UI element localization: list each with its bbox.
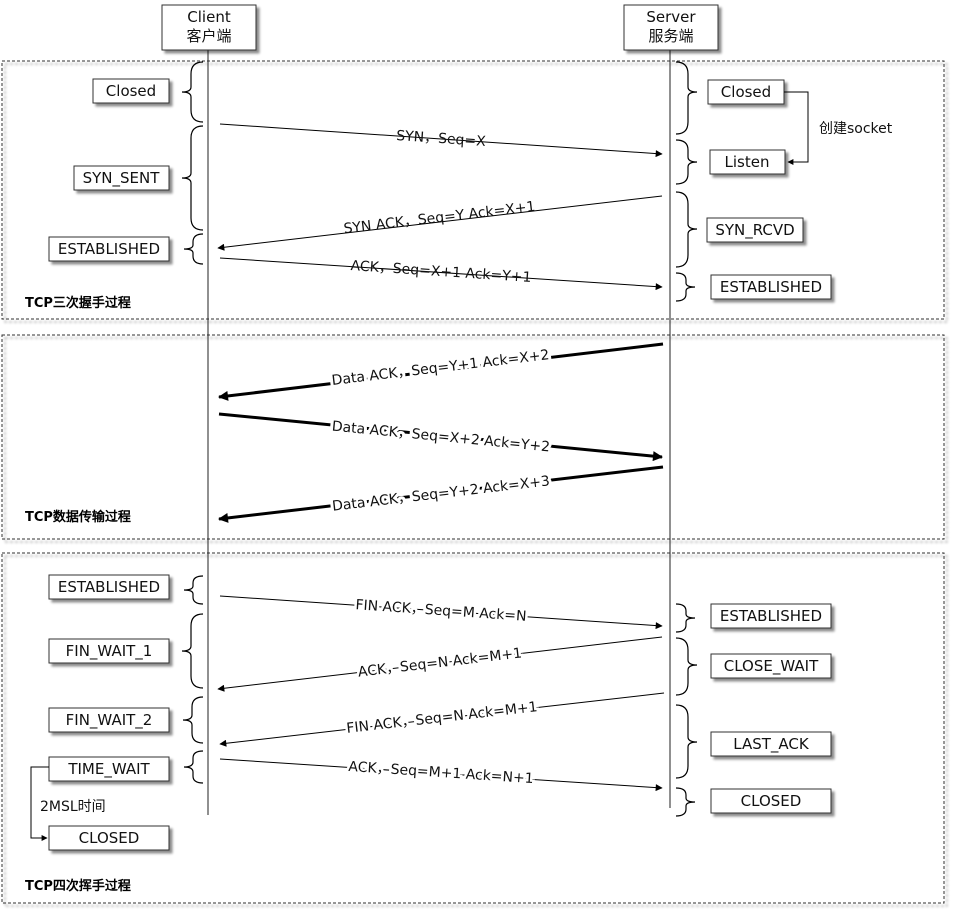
svg-text:CLOSED: CLOSED [79, 829, 140, 847]
brace [675, 61, 698, 135]
message-data-3: Data ACK，Seq=Y+2 Ack=X+3 [218, 465, 664, 523]
svg-text:FIN_WAIT_2: FIN_WAIT_2 [66, 711, 153, 730]
server-state-established-teardown: ESTABLISHED [710, 603, 832, 629]
svg-text:SYN ACK，Seq=Y Ack=X+1: SYN ACK，Seq=Y Ack=X+1 [343, 199, 536, 237]
create-socket-note: 创建socket [819, 121, 893, 137]
message-syn: SYN，Seq=X [219, 123, 663, 158]
server-state-close-wait: CLOSE_WAIT [710, 653, 832, 679]
server-title: Server [646, 8, 696, 26]
brace [182, 696, 204, 744]
brace [675, 603, 696, 633]
client-subtitle: 客户端 [186, 27, 231, 45]
server-participant: Server 服务端 [623, 4, 719, 51]
svg-text:SYN_SENT: SYN_SENT [83, 169, 161, 188]
svg-text:Listen: Listen [725, 153, 770, 171]
svg-text:ESTABLISHED: ESTABLISHED [720, 278, 822, 296]
create-socket-connector: 创建socket [784, 91, 893, 165]
message-data-2: Data ACK，Seq=X+2 Ack=Y+2 [218, 412, 663, 462]
section-title-handshake: TCP三次握手过程 [25, 295, 131, 311]
svg-text:SYN_RCVD: SYN_RCVD [715, 221, 794, 240]
brace [675, 272, 696, 302]
message-ack-2: ACK，Seq=N Ack=M+1 [217, 636, 663, 692]
message-ack: ACK，Seq=X+1 Ack=Y+1 [219, 257, 663, 291]
svg-text:FIN_WAIT_1: FIN_WAIT_1 [66, 642, 153, 661]
message-fin-1: FIN ACK，Seq=M Ack=N [219, 595, 663, 630]
svg-text:Closed: Closed [106, 82, 156, 100]
svg-text:FIN ACK，Seq=M Ack=N: FIN ACK，Seq=M Ack=N [355, 597, 527, 625]
section-frame [1, 60, 945, 320]
server-state-listen: Listen [709, 149, 786, 175]
client-state-fin-wait-2: FIN_WAIT_2 [48, 707, 170, 733]
section-frame [1, 334, 945, 540]
brace [183, 750, 204, 784]
svg-text:Data ACK，Seq=Y+2 Ack=X+3: Data ACK，Seq=Y+2 Ack=X+3 [331, 473, 550, 514]
section-handshake: TCP三次握手过程 [1, 60, 945, 320]
svg-text:TIME_WAIT: TIME_WAIT [67, 760, 150, 779]
client-title: Client [187, 8, 231, 26]
client-state-syn-sent: SYN_SENT [73, 165, 170, 191]
client-states: Closed SYN_SENT ESTABLISHED ESTABLISHED … [48, 78, 170, 851]
section-title-teardown: TCP四次挥手过程 [25, 878, 131, 894]
client-participant: Client 客户端 [161, 4, 257, 51]
brace [675, 637, 698, 696]
brace [183, 575, 204, 605]
svg-text:Data ACK，Seq=X+2 Ack=Y+2: Data ACK，Seq=X+2 Ack=Y+2 [331, 419, 551, 456]
server-state-closed: Closed [707, 79, 785, 105]
message-syn-ack: SYN ACK，Seq=Y Ack=X+1 [217, 195, 663, 251]
brace [675, 139, 698, 185]
client-state-established-teardown: ESTABLISHED [48, 574, 170, 600]
svg-text:ESTABLISHED: ESTABLISHED [58, 240, 160, 258]
msl-connector: 2MSL时间 [30, 766, 106, 841]
svg-text:Data ACK，Seq=Y+1 Ack=X+2: Data ACK，Seq=Y+1 Ack=X+2 [331, 347, 550, 389]
section-transfer: TCP数据传输过程 [1, 334, 945, 540]
message-fin-2: FIN ACK，Seq=N Ack=M+1 [219, 692, 665, 747]
brace [675, 787, 696, 817]
client-state-established: ESTABLISHED [48, 236, 170, 262]
server-state-last-ack: LAST_ACK [710, 731, 832, 757]
brace [675, 704, 698, 779]
section-frame [1, 552, 945, 904]
brace [183, 233, 204, 265]
svg-text:ESTABLISHED: ESTABLISHED [58, 578, 160, 596]
svg-text:CLOSE_WAIT: CLOSE_WAIT [724, 657, 819, 676]
messages: SYN，Seq=X SYN ACK，Seq=Y Ack=X+1 ACK，Seq=… [217, 123, 665, 792]
server-state-syn-rcvd: SYN_RCVD [706, 217, 804, 243]
server-state-closed-final: CLOSED [710, 788, 832, 814]
client-braces [181, 61, 204, 784]
brace [181, 125, 204, 231]
svg-text:ACK，Seq=M+1 Ack=N+1: ACK，Seq=M+1 Ack=N+1 [348, 759, 534, 787]
svg-text:Closed: Closed [721, 83, 771, 101]
svg-text:SYN，Seq=X: SYN，Seq=X [396, 128, 487, 150]
svg-text:LAST_ACK: LAST_ACK [733, 735, 810, 754]
client-state-time-wait: TIME_WAIT [48, 756, 170, 782]
section-title-transfer: TCP数据传输过程 [25, 509, 131, 525]
server-states: Closed Listen SYN_RCVD ESTABLISHED ESTAB… [706, 79, 832, 814]
server-braces [675, 61, 698, 817]
svg-text:ACK，Seq=N Ack=M+1: ACK，Seq=N Ack=M+1 [357, 645, 523, 680]
brace [675, 191, 698, 268]
svg-text:FIN ACK，Seq=N Ack=M+1: FIN ACK，Seq=N Ack=M+1 [346, 699, 539, 737]
svg-text:CLOSED: CLOSED [741, 792, 802, 810]
brace [181, 61, 204, 123]
section-teardown: TCP四次挥手过程 [1, 552, 945, 904]
message-data-1: Data ACK，Seq=Y+1 Ack=X+2 [218, 342, 664, 401]
brace [181, 613, 204, 689]
server-state-established: ESTABLISHED [710, 274, 832, 300]
server-subtitle: 服务端 [648, 27, 693, 45]
svg-text:ESTABLISHED: ESTABLISHED [720, 607, 822, 625]
client-state-closed: Closed [92, 78, 170, 104]
msl-note: 2MSL时间 [40, 799, 106, 815]
client-state-closed-final: CLOSED [48, 825, 170, 851]
svg-text:ACK，Seq=X+1 Ack=Y+1: ACK，Seq=X+1 Ack=Y+1 [350, 258, 532, 286]
message-ack-3: ACK，Seq=M+1 Ack=N+1 [219, 756, 663, 792]
client-state-fin-wait-1: FIN_WAIT_1 [48, 638, 170, 664]
